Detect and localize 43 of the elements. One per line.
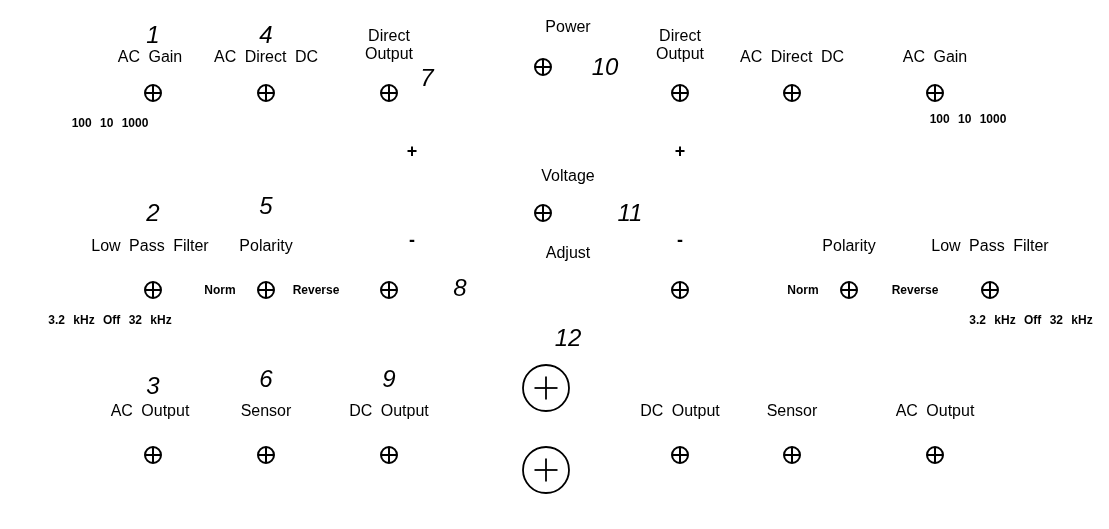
scale-label: Norm <box>787 284 819 298</box>
control-label: Sensor <box>766 401 818 421</box>
control-label: Low Pass Filter <box>931 236 1049 256</box>
control-label: Sensor <box>240 401 292 421</box>
scale-label: Reverse <box>891 284 939 298</box>
control-label: Power <box>545 17 591 37</box>
control-label: Polarity <box>822 236 876 256</box>
scale-label: 100 10 1000 <box>929 113 1007 127</box>
callout-number: 10 <box>591 53 619 81</box>
callout-number: 5 <box>259 192 273 220</box>
control-label: AC Direct DC <box>740 47 844 67</box>
scale-label: 100 10 1000 <box>71 117 149 131</box>
control-label: AC Direct DC <box>214 47 318 67</box>
callout-number: 9 <box>382 365 396 393</box>
callout-number: 8 <box>453 274 467 302</box>
control-label: Polarity <box>239 236 293 256</box>
callout-number: 4 <box>259 21 273 49</box>
control-label: DC Output <box>349 401 429 421</box>
callout-number: 12 <box>554 324 582 352</box>
control-label: Adjust <box>545 243 591 263</box>
control-label: Voltage <box>541 166 595 186</box>
scale-label: Norm <box>204 284 236 298</box>
polarity-mark: + <box>674 140 686 162</box>
control-label: AC Output <box>895 401 975 421</box>
polarity-mark: + <box>406 140 418 162</box>
control-label: Direct Output <box>364 26 414 64</box>
control-label: AC Output <box>110 401 190 421</box>
callout-number: 7 <box>420 64 434 92</box>
scale-label: Reverse <box>292 284 340 298</box>
polarity-mark: - <box>677 229 683 251</box>
control-label: DC Output <box>640 401 720 421</box>
callout-number: 2 <box>146 199 160 227</box>
polarity-mark: - <box>409 229 415 251</box>
callout-number: 11 <box>617 199 643 227</box>
control-label: Low Pass Filter <box>91 236 209 256</box>
control-label: AC Gain <box>117 47 183 67</box>
control-label: AC Gain <box>902 47 968 67</box>
callout-number: 3 <box>146 372 160 400</box>
control-label: Direct Output <box>655 26 705 64</box>
callout-number: 6 <box>259 365 273 393</box>
callout-number: 1 <box>146 21 160 49</box>
scale-label: 3.2 kHz Off 32 kHz <box>969 314 1093 328</box>
scale-label: 3.2 kHz Off 32 kHz <box>48 314 172 328</box>
